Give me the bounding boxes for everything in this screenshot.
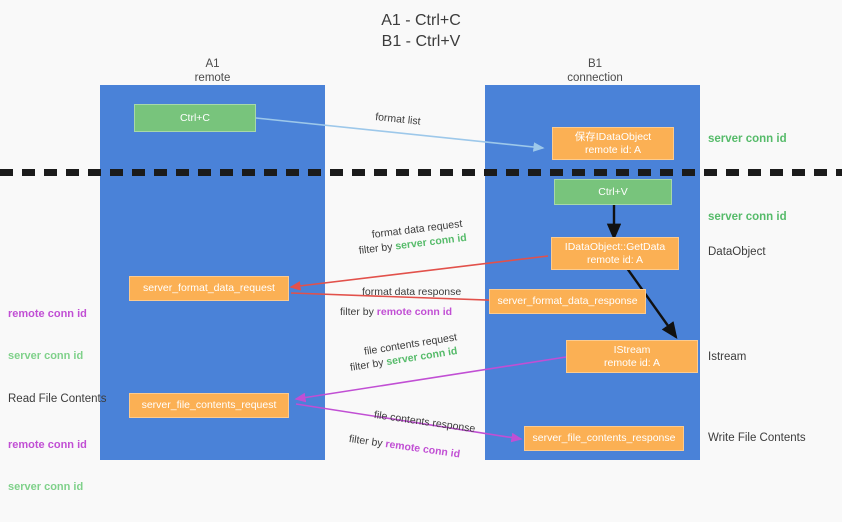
edge-label-format-data-response: format data response xyxy=(362,286,462,298)
diagram-canvas: A1 - Ctrl+C B1 - Ctrl+V A1 remote B1 con… xyxy=(0,12,842,493)
label-istream: Istream xyxy=(708,351,747,363)
legend-remote-conn-id-bottom: remote conn id xyxy=(8,439,87,451)
legend-conn-ids-top: remote conn id server conn id xyxy=(8,279,87,391)
filter-prefix: filter by xyxy=(340,306,377,318)
box-idataobject-getdata[interactable]: IDataObject::GetData remote id: A xyxy=(551,237,679,270)
legend-server-conn-id-bottom: server conn id xyxy=(8,481,84,493)
label-server-conn-id-mid: server conn id xyxy=(708,211,787,223)
box-ctrl-c[interactable]: Ctrl+C xyxy=(134,104,256,132)
arrow-format-data-request xyxy=(289,255,549,291)
page-title: A1 - Ctrl+C B1 - Ctrl+V xyxy=(381,12,461,50)
arrow-getdata-to-istream xyxy=(623,263,678,339)
lane-header-b1: B1 connection xyxy=(567,58,623,84)
box-save-idataobject[interactable]: 保存IDataObject remote id: A xyxy=(552,127,674,160)
legend-remote-conn-id-top: remote conn id xyxy=(8,308,87,320)
arrow-layer xyxy=(255,117,678,443)
label-dataobject: DataObject xyxy=(708,246,766,258)
box-server-file-contents-response[interactable]: server_file_contents_response xyxy=(524,426,684,451)
label-write-file-contents: Write File Contents xyxy=(708,432,806,444)
filter-value-remote-conn-id: remote conn id xyxy=(376,306,453,318)
phase-divider xyxy=(0,169,842,176)
arrow-file-contents-request xyxy=(294,356,567,403)
box-server-format-data-request[interactable]: server_format_data_request xyxy=(129,276,289,301)
box-istream[interactable]: IStream remote id: A xyxy=(566,340,698,373)
box-server-format-data-response[interactable]: server_format_data_response xyxy=(489,289,646,314)
label-server-conn-id-top: server conn id xyxy=(708,133,787,145)
box-server-file-contents-request[interactable]: server_file_contents_request xyxy=(129,393,289,418)
legend-server-conn-id-top: server conn id xyxy=(8,350,84,362)
arrow-file-contents-response xyxy=(295,403,523,443)
lane-header-a1: A1 remote xyxy=(194,58,231,84)
edge-label-format-data-response-filter: filter by remote conn id xyxy=(340,305,452,319)
arrow-format-list xyxy=(255,117,545,152)
legend-conn-ids-bottom: remote conn id server conn id xyxy=(8,410,87,522)
label-read-file-contents: Read File Contents xyxy=(8,393,107,405)
box-ctrl-v[interactable]: Ctrl+V xyxy=(554,179,672,205)
